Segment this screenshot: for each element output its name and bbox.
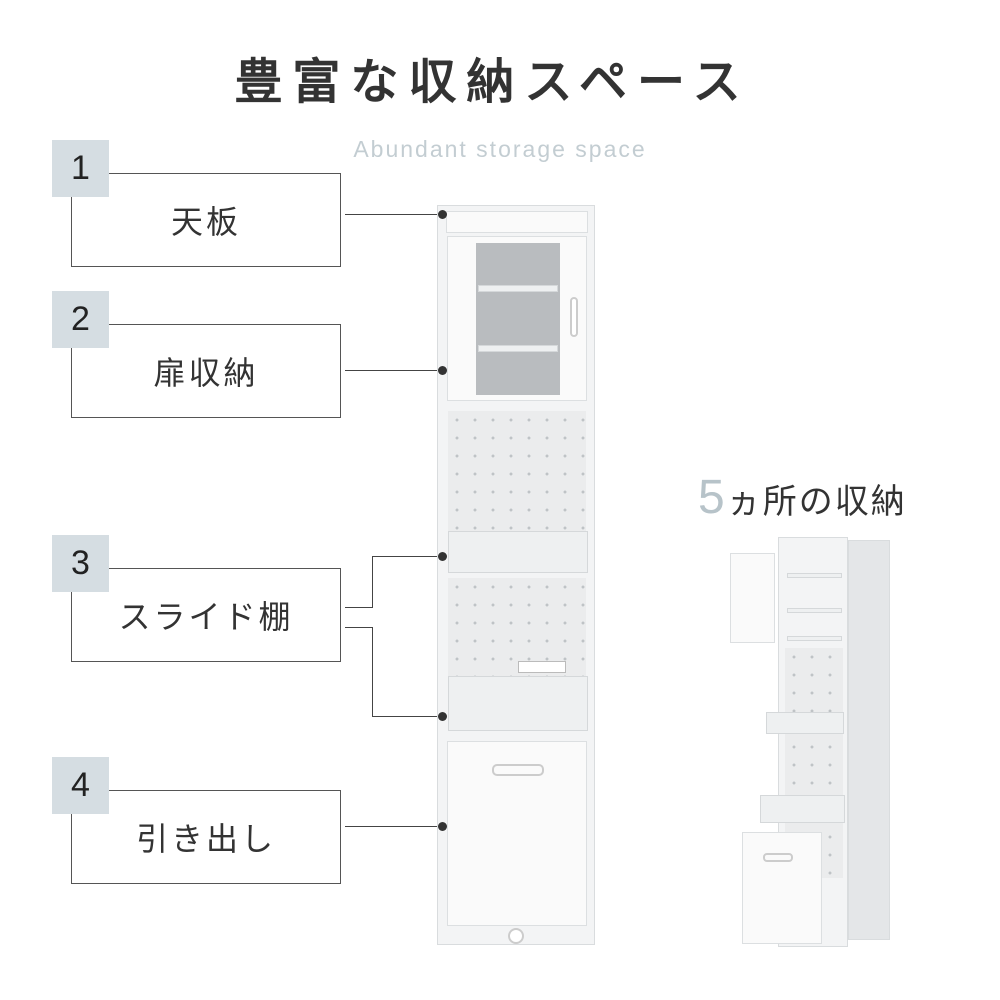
power-outlet-icon xyxy=(518,661,566,673)
drawer xyxy=(447,741,587,926)
open-slide-shelf-upper xyxy=(766,712,844,734)
pointer-dot-3b xyxy=(438,712,447,721)
label-box-drawer: 引き出し xyxy=(71,790,341,884)
pegboard-lower xyxy=(448,578,586,678)
page-title: 豊富な収納スペース xyxy=(234,54,751,110)
leader-line-3f xyxy=(372,716,442,717)
number-badge-3: 3 xyxy=(52,535,109,592)
storage-count-number: 5 xyxy=(698,471,727,524)
open-slide-shelf-lower xyxy=(760,795,845,823)
pointer-dot-1 xyxy=(438,210,447,219)
storage-count-callout: 5ヵ所の収納 xyxy=(698,470,907,525)
inner-shelf xyxy=(478,345,558,352)
pointer-dot-3a xyxy=(438,552,447,561)
top-board xyxy=(446,211,588,233)
number-badge-2: 2 xyxy=(52,291,109,348)
slide-shelf-upper xyxy=(448,531,588,573)
cabinet-illustration xyxy=(437,205,595,945)
number-badge-4: 4 xyxy=(52,757,109,814)
open-cabinet-side xyxy=(848,540,890,940)
leader-line-3c xyxy=(372,556,442,557)
pointer-dot-4 xyxy=(438,822,447,831)
leader-line-2 xyxy=(345,370,442,371)
leader-line-3d xyxy=(345,627,372,628)
inner-shelf xyxy=(478,285,558,292)
caster-icon xyxy=(508,928,524,944)
label-box-top-board: 天板 xyxy=(71,173,341,267)
drawer-handle-icon xyxy=(492,764,544,776)
cabinet-door xyxy=(447,236,587,401)
door-glass xyxy=(476,243,560,395)
open-shelf xyxy=(787,608,842,613)
label-box-door-storage: 扉収納 xyxy=(71,324,341,418)
pegboard-upper xyxy=(448,411,586,536)
open-shelf xyxy=(787,636,842,641)
leader-line-3a xyxy=(345,607,372,608)
leader-line-1 xyxy=(345,214,442,215)
door-handle-icon xyxy=(570,297,578,337)
leader-line-3e xyxy=(372,627,373,717)
leader-line-4 xyxy=(345,826,442,827)
slide-shelf-lower xyxy=(448,676,588,731)
open-door xyxy=(730,553,775,643)
number-badge-1: 1 xyxy=(52,140,109,197)
page-subtitle: Abundant storage space xyxy=(353,136,647,162)
storage-count-text: ヵ所の収納 xyxy=(726,482,907,522)
pointer-dot-2 xyxy=(438,366,447,375)
open-drawer xyxy=(742,832,822,944)
open-drawer-handle-icon xyxy=(763,853,793,862)
open-shelf xyxy=(787,573,842,578)
leader-line-3b xyxy=(372,556,373,608)
label-box-slide-shelf: スライド棚 xyxy=(71,568,341,662)
